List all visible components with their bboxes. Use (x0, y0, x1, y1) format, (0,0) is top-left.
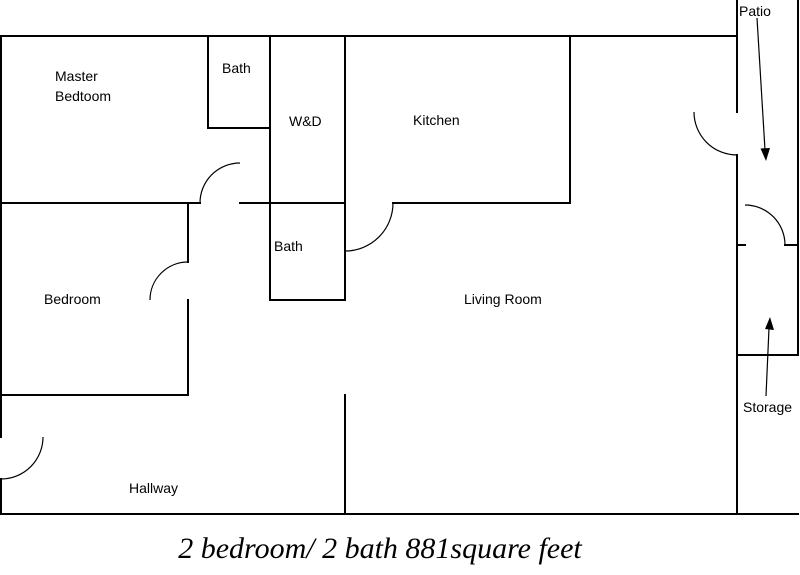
door-arcs (0, 111, 786, 480)
living-room-label: Living Room (464, 291, 542, 307)
storage-arrow-head (765, 317, 774, 330)
walls (0, 0, 799, 515)
kitchen-label: Kitchen (413, 112, 460, 128)
bedroom-label: Bedroom (44, 291, 101, 307)
storage-arrow-line (765, 327, 770, 397)
master-bedroom-door-arc (199, 162, 241, 204)
master-bedroom-label-line1: Master (55, 68, 98, 84)
patio-arrow-line (756, 17, 766, 151)
kitchen-door-arc (344, 202, 394, 252)
storage-door-arc (744, 204, 786, 246)
storage-arrow (765, 317, 774, 397)
bedroom-door-arc (149, 261, 189, 301)
bath-middle-label: Bath (274, 238, 303, 254)
washer-dryer-label: W&D (289, 113, 322, 129)
hallway-label: Hallway (129, 480, 179, 496)
patio-arrow (756, 17, 770, 161)
master-bedroom-label-line2: Bedtoom (55, 88, 112, 104)
patio-door-arc (693, 111, 738, 156)
bath-top-label: Bath (222, 60, 251, 76)
storage-label: Storage (743, 399, 793, 415)
entry-door-arc (0, 436, 44, 480)
wall-bath-top (207, 35, 271, 129)
patio-label: Patio (739, 3, 771, 19)
patio-arrow-head (760, 148, 770, 161)
master-bedroom-label: Master Bedtoom (55, 66, 111, 106)
caption: 2 bedroom/ 2 bath 881square feet (178, 532, 582, 565)
